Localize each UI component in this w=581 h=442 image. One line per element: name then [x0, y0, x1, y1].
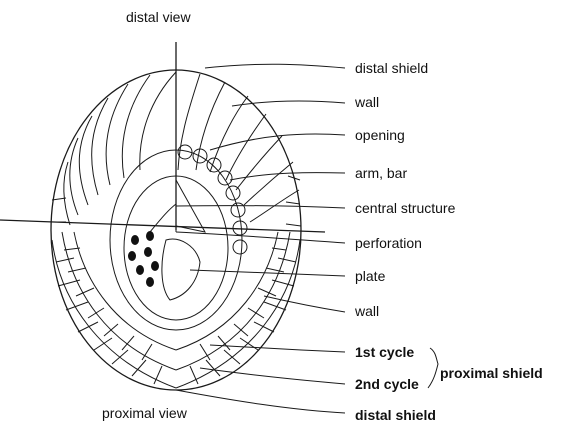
label-arm-bar: arm, bar: [355, 165, 407, 181]
distal-view-label: distal view: [126, 9, 191, 25]
proximal-view-label: proximal view: [102, 405, 188, 421]
cycle-bracket: [428, 348, 438, 388]
label-distal-shield-top: distal shield: [355, 60, 428, 76]
label-wall-bottom: wall: [354, 303, 379, 319]
label-second-cycle: 2nd cycle: [355, 376, 419, 392]
label-distal-shield-bottom: distal shield: [355, 407, 436, 423]
label-opening: opening: [355, 127, 405, 143]
label-proximal-shield: proximal shield: [440, 365, 543, 381]
label-central-structure: central structure: [355, 200, 456, 216]
label-plate: plate: [355, 268, 386, 284]
central-structure: [150, 170, 205, 232]
label-wall-top: wall: [354, 94, 379, 110]
distal-shield-elements: [64, 72, 299, 225]
perforations: [128, 231, 159, 287]
label-perforation: perforation: [355, 235, 422, 251]
label-first-cycle: 1st cycle: [355, 344, 414, 360]
leader-lines: [176, 64, 345, 413]
opening-beads: [178, 145, 247, 254]
plate: [162, 239, 200, 300]
